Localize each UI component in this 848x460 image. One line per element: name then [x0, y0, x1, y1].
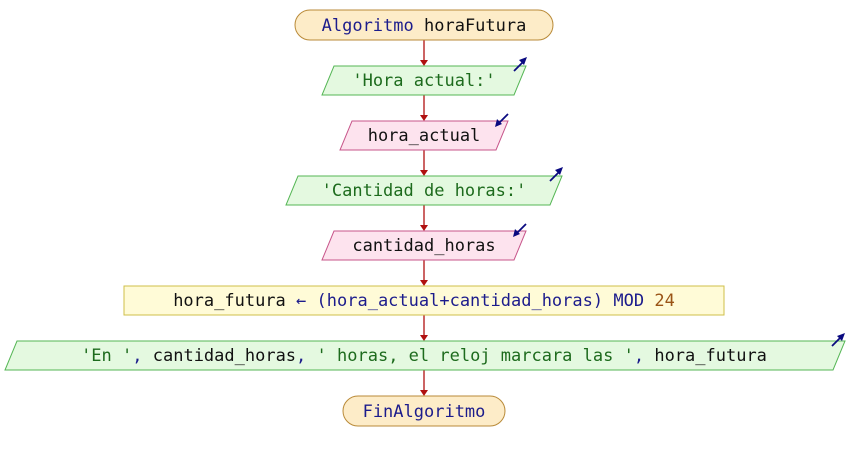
start-node-shape: [294, 9, 554, 41]
output-arrow-icon: [549, 167, 563, 182]
connector-5-arrowhead: [420, 280, 428, 286]
start-keyword: Algoritmo: [322, 16, 414, 36]
output-string-2: ' horas, el reloj marcara las ': [317, 346, 634, 366]
process-node[interactable]: hora_futura ← (hora_actual+cantidad_hora…: [123, 285, 725, 316]
output-node-1-shape: [321, 65, 527, 96]
assign-arrow: ←: [296, 291, 306, 311]
input-node-1-text: hora_actual: [368, 126, 481, 146]
assignment-text: hora_futura ← (hora_actual+cantidad_hora…: [173, 291, 675, 311]
connector-2-arrowhead: [420, 115, 428, 121]
output-arrow-icon: [831, 333, 845, 347]
input-arrow-icon: [495, 113, 509, 127]
output-variable-1: cantidad_horas: [153, 346, 296, 366]
output-node-3[interactable]: 'En ', cantidad_horas, ' horas, el reloj…: [4, 333, 846, 371]
input-node-2-text: cantidad_horas: [352, 236, 495, 256]
output-node-3-shape: [4, 340, 846, 371]
algorithm-name: horaFutura: [424, 16, 526, 36]
start-node-label: Algoritmo horaFutura: [322, 16, 527, 36]
connectors: [420, 40, 428, 396]
output-string-1: 'En ': [81, 346, 132, 366]
connector-7-arrowhead: [420, 390, 428, 396]
end-node-label: FinAlgoritmo: [363, 402, 486, 422]
input-arrow-icon: [513, 223, 527, 237]
connector-1-arrowhead: [420, 60, 428, 66]
output-node-3-text: 'En ', cantidad_horas, ' horas, el reloj…: [81, 346, 767, 366]
input-node-1[interactable]: hora_actual: [339, 113, 509, 151]
end-node[interactable]: FinAlgoritmo: [342, 395, 506, 427]
mod-operator: MOD: [613, 291, 644, 311]
output-node-1[interactable]: 'Hora actual:': [321, 57, 527, 96]
process-node-shape: [123, 285, 725, 316]
input-node-1-shape: [339, 120, 509, 151]
separator-2: ,: [296, 346, 306, 366]
start-node[interactable]: Algoritmo horaFutura: [294, 9, 554, 41]
output-node-2-shape: [285, 175, 563, 206]
assignment-expression: (hora_actual+cantidad_horas): [317, 291, 604, 311]
output-arrow-icon: [513, 57, 527, 72]
end-node-shape: [342, 395, 506, 427]
connector-3-arrowhead: [420, 170, 428, 176]
output-node-1-text: 'Hora actual:': [352, 71, 495, 91]
input-node-2[interactable]: cantidad_horas: [321, 223, 527, 261]
input-node-2-shape: [321, 230, 527, 261]
connector-6-arrowhead: [420, 335, 428, 341]
output-node-2[interactable]: 'Cantidad de horas:': [285, 167, 563, 206]
separator-1: ,: [132, 346, 142, 366]
output-variable-2: hora_futura: [654, 346, 767, 366]
connector-4-arrowhead: [420, 225, 428, 231]
separator-3: ,: [634, 346, 644, 366]
assignment-target: hora_futura: [173, 291, 286, 311]
mod-operand: 24: [654, 291, 674, 311]
output-node-2-text: 'Cantidad de horas:': [322, 181, 527, 201]
